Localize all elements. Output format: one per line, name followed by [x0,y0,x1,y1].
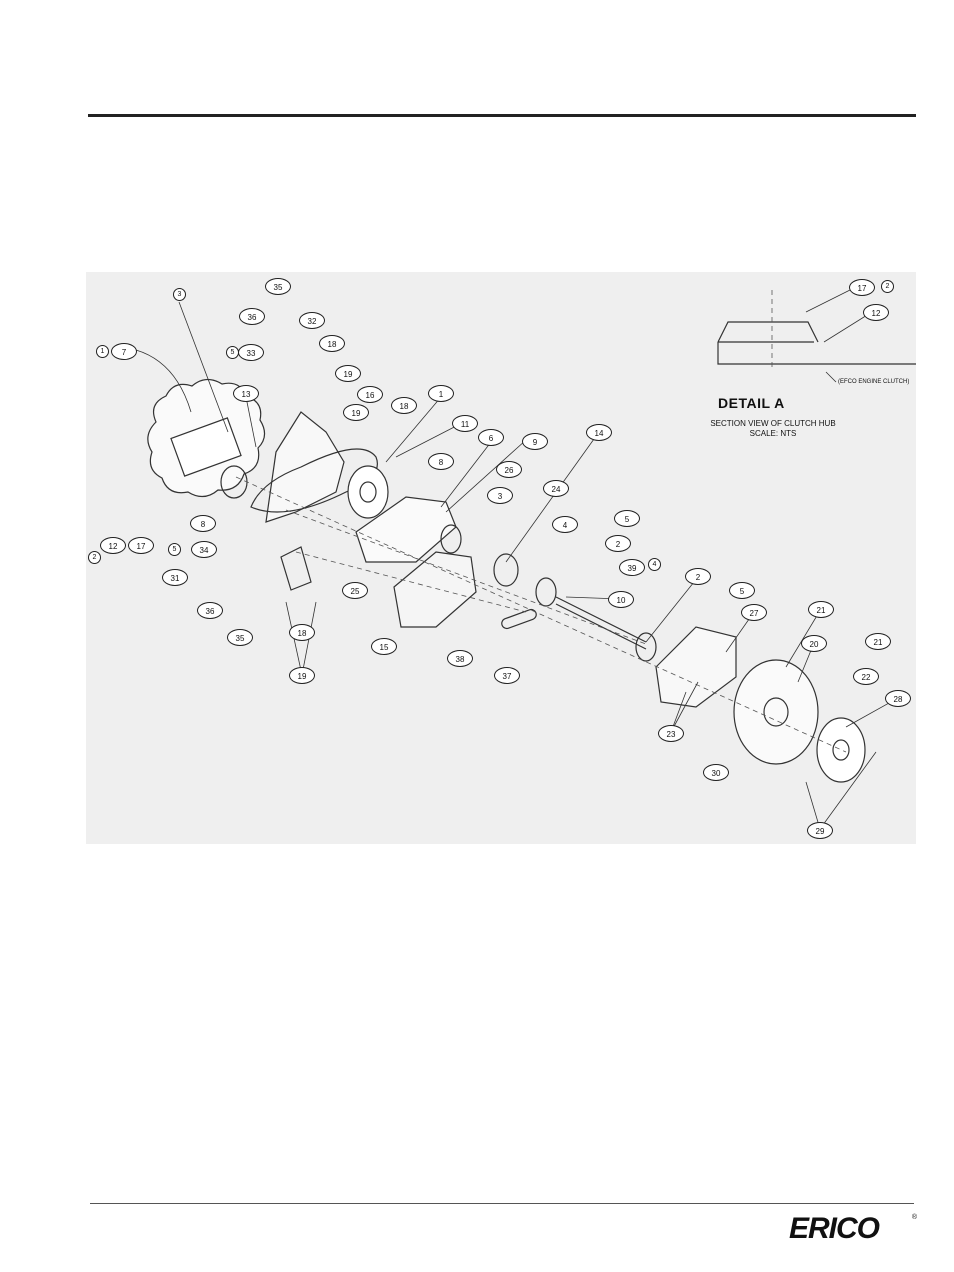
part-callout: 29 [807,822,833,839]
part-callout: 31 [162,569,188,586]
part-callout: 4 [552,516,578,533]
exploded-parts-diagram: DETAIL A SECTION VIEW OF CLUTCH HUB SCAL… [86,272,916,844]
part-callout: 12 [863,304,889,321]
part-callout: 3 [487,487,513,504]
part-callout: 8 [428,453,454,470]
part-callout: 27 [741,604,767,621]
part-callout: 16 [357,386,383,403]
brand-logo: ERICO ® [789,1212,913,1246]
part-callout: 15 [371,638,397,655]
part-callout: 36 [239,308,265,325]
part-callout: 14 [586,424,612,441]
part-callout: 2 [685,568,711,585]
part-callout: 2 [88,551,101,564]
part-callout: 21 [865,633,891,650]
part-callout: 8 [190,515,216,532]
part-callout: 2 [881,280,894,293]
part-callout: 19 [289,667,315,684]
part-callout: 32 [299,312,325,329]
part-callout: 4 [648,558,661,571]
part-callout: 33 [238,344,264,361]
part-callout: 12 [100,537,126,554]
part-callout: 11 [452,415,478,432]
part-callout: 17 [128,537,154,554]
part-callout: 19 [343,404,369,421]
brand-logo-mark: ® [912,1214,917,1221]
part-callout: 35 [227,629,253,646]
part-callout: 26 [496,461,522,478]
part-callout: 20 [801,635,827,652]
part-callout: 22 [853,668,879,685]
part-callout: 39 [619,559,645,576]
part-callout: 10 [608,591,634,608]
part-callout: 17 [849,279,875,296]
part-callout: 19 [335,365,361,382]
part-callout: 1 [428,385,454,402]
part-callout: 5 [729,582,755,599]
part-callout: 35 [265,278,291,295]
part-callout: 28 [885,690,911,707]
part-callout: 5 [226,346,239,359]
part-callout: 25 [342,582,368,599]
part-callout: 38 [447,650,473,667]
part-callout: 2 [605,535,631,552]
part-callout: 18 [391,397,417,414]
part-callout: 5 [614,510,640,527]
header-rule [88,114,916,117]
part-callout: 7 [111,343,137,360]
part-callout: 5 [168,543,181,556]
part-callout: 30 [703,764,729,781]
part-callouts: 35 36 32 33 5 18 3 7 1 19 13 16 1 19 18 … [86,272,916,844]
part-callout: 18 [289,624,315,641]
part-callout: 3 [173,288,186,301]
brand-logo-text: ERICO [789,1212,879,1245]
footer-rule [90,1203,914,1204]
part-callout: 36 [197,602,223,619]
part-callout: 9 [522,433,548,450]
part-callout: 37 [494,667,520,684]
part-callout: 34 [191,541,217,558]
part-callout: 23 [658,725,684,742]
part-callout: 1 [96,345,109,358]
part-callout: 21 [808,601,834,618]
part-callout: 18 [319,335,345,352]
part-callout: 13 [233,385,259,402]
part-callout: 24 [543,480,569,497]
part-callout: 6 [478,429,504,446]
